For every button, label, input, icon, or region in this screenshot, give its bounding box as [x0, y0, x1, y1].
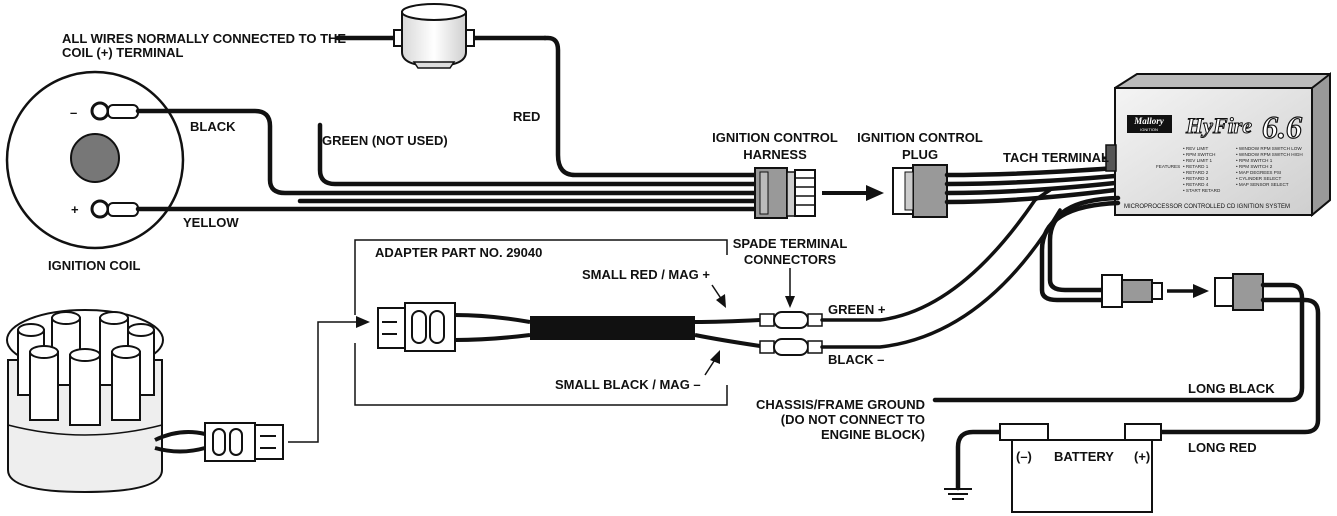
- module-power-wires: [1039, 195, 1121, 303]
- small-black-mag-label: SMALL BLACK / MAG –: [555, 377, 701, 392]
- plug-label-line2: PLUG: [902, 147, 938, 162]
- ignition-coil: [5, 70, 185, 250]
- battery: [999, 423, 1162, 513]
- mallory-logo: [1127, 115, 1172, 133]
- feature-item: • CYLINDER SELECT: [1236, 176, 1281, 181]
- coil-positive-terminal: [90, 199, 139, 219]
- feature-item: • REV LIMIT 1: [1183, 158, 1213, 163]
- distributor-towers: [17, 311, 155, 426]
- feature-item: • MAP SENSOR SELECT: [1236, 182, 1289, 187]
- small-red-arrow: [711, 284, 726, 308]
- green-not-used-label: GREEN (NOT USED): [322, 133, 448, 148]
- feature-item: • WINDOW RPM SWITCH LOW: [1236, 146, 1302, 151]
- coil-plus-sign: +: [71, 202, 79, 217]
- coil-harness-wires: [135, 35, 758, 212]
- feature-item: • RETARD 1: [1183, 164, 1209, 169]
- harness-label-line1: IGNITION CONTROL: [712, 130, 838, 145]
- ground-symbol: [944, 488, 972, 500]
- coil-positive-note-line1: ALL WIRES NORMALLY CONNECTED TO THE: [62, 31, 346, 46]
- inline-connector: [393, 3, 475, 69]
- battery-label: BATTERY: [1054, 449, 1114, 464]
- model-number: 6.6: [1262, 109, 1302, 145]
- power-connector-arrow: [1167, 284, 1209, 298]
- power-connector-harness-side: [1101, 274, 1163, 308]
- red-wire: [542, 35, 758, 178]
- feature-item: • WINDOW RPM SWITCH HIGH: [1236, 152, 1303, 157]
- feature-item: • REV LIMIT: [1183, 146, 1209, 151]
- feature-item: • RETARD 3: [1183, 176, 1209, 181]
- spade-label-line2: CONNECTORS: [744, 252, 837, 267]
- feature-item: • RETARD 4: [1183, 182, 1209, 187]
- mag-pickup-wires: [820, 188, 1062, 349]
- plug-label-line1: IGNITION CONTROL: [857, 130, 983, 145]
- coil-negative-terminal: [90, 101, 139, 121]
- feature-item: • RPM SWITCH: [1183, 152, 1216, 157]
- tach-terminal-stud: [1105, 144, 1117, 172]
- adapter-part-label: ADAPTER PART NO. 29040: [375, 245, 542, 260]
- features-right-list: • WINDOW RPM SWITCH LOW• WINDOW RPM SWIT…: [1236, 146, 1303, 187]
- small-red-mag-label: SMALL RED / MAG +: [582, 267, 710, 282]
- features-left-list: • REV LIMIT• RPM SWITCH• REV LIMIT 1• RE…: [1183, 146, 1221, 193]
- coil-minus-sign: –: [70, 105, 77, 120]
- black-minus-label: BLACK –: [828, 352, 884, 367]
- spade-terminal-connectors: [759, 311, 823, 356]
- spade-terminal-arrow: [785, 268, 795, 308]
- chassis-ground-label-line3: ENGINE BLOCK): [821, 427, 925, 442]
- distributor-to-adapter-arrow: [288, 316, 370, 443]
- module-subtitle: MICROPROCESSOR CONTROLLED CD IGNITION SY…: [1124, 204, 1290, 210]
- ignition-control-plug: [892, 164, 948, 218]
- black-wire: [135, 108, 758, 196]
- battery-positive-post: [1124, 423, 1162, 441]
- battery-leads: [932, 282, 1321, 491]
- yellow-label: YELLOW: [183, 215, 239, 230]
- feature-item: • RPM SWITCH 2: [1236, 164, 1273, 169]
- harness-to-plug-arrow: [822, 185, 884, 201]
- long-black-label: LONG BLACK: [1188, 381, 1275, 396]
- battery-negative-post: [999, 423, 1049, 441]
- hyfire-module: Mallory IGNITION HyFire 6.6 FEATURES • R…: [1105, 71, 1331, 218]
- green-plus-label: GREEN +: [828, 302, 886, 317]
- feature-item: • RPM SWITCH 1: [1236, 158, 1273, 163]
- long-red-label: LONG RED: [1188, 440, 1257, 455]
- spade-label-line1: SPADE TERMINAL: [733, 236, 848, 251]
- feature-item: • RETARD 2: [1183, 170, 1209, 175]
- power-connector-battery-side: [1214, 273, 1264, 311]
- battery-negative-label: (–): [1016, 449, 1032, 464]
- long-red-wire: [1157, 297, 1321, 435]
- plug-module-wires: [944, 165, 1118, 205]
- tach-terminal-label: TACH TERMINAL: [1003, 150, 1109, 165]
- green-wire-not-used: [317, 122, 758, 187]
- chassis-ground-label-line2: (DO NOT CONNECT TO: [781, 412, 925, 427]
- distributor-cap: [6, 309, 206, 494]
- ignition-coil-label: IGNITION COIL: [48, 258, 141, 273]
- brand-name: Mallory: [1133, 116, 1165, 126]
- feature-item: • MAP DEGREES PSI: [1236, 170, 1281, 175]
- adapter-cable: [454, 313, 761, 348]
- adapter-plug: [377, 302, 456, 352]
- diagram-labels: ALL WIRES NORMALLY CONNECTED TO THE COIL…: [48, 31, 1275, 464]
- battery-positive-label: (+): [1134, 449, 1150, 464]
- adapter-bracket: [354, 239, 728, 406]
- red-label: RED: [513, 109, 540, 124]
- ground-wire: [955, 429, 1006, 491]
- features-label: FEATURES: [1156, 164, 1180, 169]
- black-label: BLACK: [190, 119, 236, 134]
- model-name: HyFire: [1185, 113, 1252, 138]
- ignition-control-harness-connector: [754, 167, 816, 219]
- distributor-plug: [204, 422, 284, 462]
- harness-label-line2: HARNESS: [743, 147, 807, 162]
- long-black-wire: [932, 282, 1305, 403]
- feature-item: • START RETARD: [1183, 188, 1221, 193]
- brand-sub: IGNITION: [1140, 127, 1158, 132]
- coil-positive-note-line2: COIL (+) TERMINAL: [62, 45, 184, 60]
- small-black-arrow: [704, 350, 720, 376]
- chassis-ground-label-line1: CHASSIS/FRAME GROUND: [756, 397, 925, 412]
